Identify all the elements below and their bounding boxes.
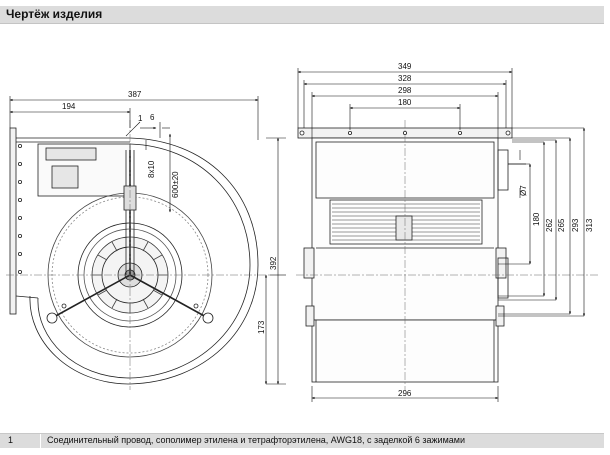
legend-text: Соединительный провод, сополимер этилена… <box>47 435 465 445</box>
dim-387: 387 <box>128 90 142 99</box>
dim-313: 313 <box>585 218 594 232</box>
legend-row: 1 Соединительный провод, сополимер этиле… <box>0 433 604 448</box>
dim-293: 293 <box>571 218 580 232</box>
dim-328: 328 <box>398 74 412 83</box>
dim-600: 600±20 <box>171 171 180 198</box>
side-view-labels: 387 194 6 1 8x10 600±20 392 173 <box>62 90 278 334</box>
dim-194: 194 <box>62 102 76 111</box>
dim-296-bottom: 296 <box>398 389 412 398</box>
front-view-labels: 349 328 298 180 Ø7 180 262 265 293 313 2… <box>398 62 594 398</box>
dim-hole-dia: Ø7 <box>519 185 528 196</box>
legend-divider <box>40 434 41 448</box>
legend-number: 1 <box>8 435 14 445</box>
dim-265: 265 <box>557 218 566 232</box>
dim-262: 262 <box>545 218 554 232</box>
front-view <box>296 120 600 390</box>
dim-180-top: 180 <box>398 98 412 107</box>
dim-6: 6 <box>150 113 155 122</box>
side-view-dimensions <box>9 96 286 385</box>
dim-392: 392 <box>269 256 278 270</box>
section-title: Чертёж изделия <box>6 7 103 21</box>
callout-1: 1 <box>138 114 143 123</box>
dim-180-v: 180 <box>532 212 541 226</box>
dim-349: 349 <box>398 62 412 71</box>
front-view-dimensions <box>297 68 586 402</box>
section-header: Чертёж изделия <box>0 6 604 24</box>
side-flange <box>9 127 17 315</box>
dim-298: 298 <box>398 86 412 95</box>
dim-8x10: 8x10 <box>147 160 156 178</box>
dim-173: 173 <box>257 320 266 334</box>
side-view <box>6 120 270 390</box>
